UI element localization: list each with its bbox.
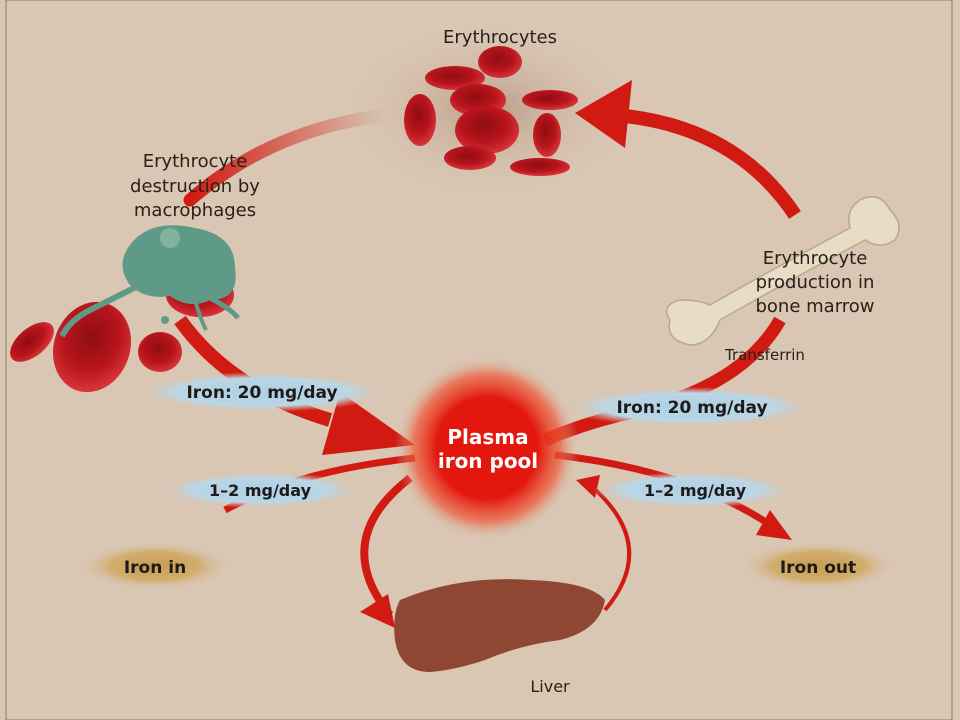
label-loss: 1–2 mg/day	[644, 481, 747, 500]
label-transferrin: Transferrin	[724, 346, 805, 364]
label-iron-left: Iron: 20 mg/day	[186, 383, 337, 403]
arc-liver-to-plasma	[588, 483, 632, 612]
label-plasma-1: Plasma	[447, 425, 528, 449]
label-intake: 1–2 mg/day	[209, 481, 312, 500]
label-iron-right: Iron: 20 mg/day	[616, 398, 767, 418]
arrowhead-to-liver	[360, 594, 395, 628]
red-blood-cells-icon	[404, 46, 578, 176]
iron-left-pill	[137, 372, 387, 412]
label-destruction-3: macrophages	[134, 200, 256, 221]
label-destruction-2: destruction by	[130, 176, 260, 197]
arrowhead-to-erythrocytes	[575, 80, 632, 148]
iron-in-pill	[80, 542, 230, 590]
iron-out-pill	[740, 542, 896, 590]
liver-icon	[394, 579, 605, 672]
label-plasma-2: iron pool	[438, 449, 538, 473]
label-production-2: production in	[756, 272, 875, 293]
label-production-1: Erythrocyte	[763, 248, 868, 269]
frame-border	[5, 0, 953, 720]
loss-pill	[593, 472, 793, 508]
bone-icon	[665, 195, 900, 346]
label-erythrocytes: Erythrocytes	[443, 27, 557, 48]
arrowhead-iron-out	[756, 510, 792, 540]
label-iron-out: Iron out	[780, 558, 856, 578]
label-destruction-1: Erythrocyte	[143, 151, 248, 172]
arc-to-macrophage	[183, 108, 392, 207]
macrophage-icon	[10, 225, 240, 393]
label-liver: Liver	[530, 677, 570, 696]
plasma-iron-pool	[395, 356, 579, 540]
arrowhead-to-plasma	[322, 392, 415, 455]
label-iron-in: Iron in	[124, 558, 186, 578]
label-production-3: bone marrow	[755, 296, 874, 317]
arc-bone-to-erythrocytes	[614, 108, 801, 219]
iron-right-pill	[565, 387, 815, 427]
arc-plasma-to-liver	[360, 474, 413, 618]
intake-pill	[160, 472, 360, 508]
